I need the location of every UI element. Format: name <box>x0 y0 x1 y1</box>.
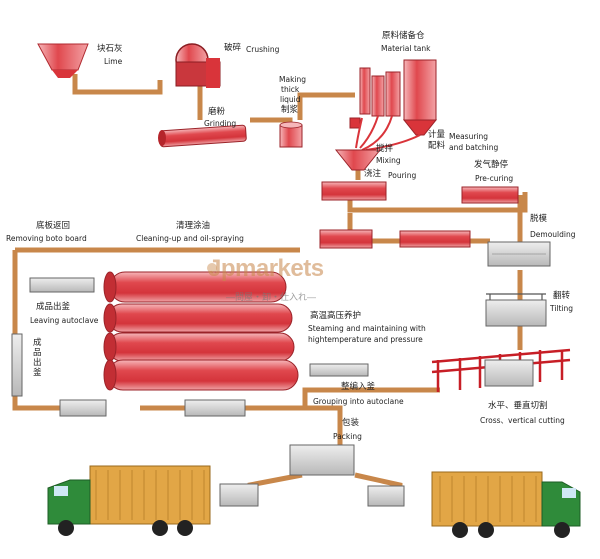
label-precuring-en: Pre-curing <box>475 174 514 183</box>
label-mixing-cn: 搅拌 <box>376 144 394 154</box>
lime-hopper <box>37 43 89 78</box>
watermark-sub: ―問屋・卸・仕入れ― <box>226 292 317 302</box>
label-grouping-en: Grouping into autoclane <box>313 397 404 406</box>
label-tilting-cn: 翻转 <box>553 291 571 301</box>
label-crushing-cn: 破碎 <box>224 43 242 53</box>
label-cutting-en: Cross、vertical cutting <box>480 416 565 425</box>
label-measuring-cn: 计量 <box>428 130 446 140</box>
label-precuring-cn: 发气静停 <box>474 160 509 170</box>
label-measuring-en: Measuring <box>449 132 489 141</box>
label-mixing-en: Mixing <box>376 156 401 165</box>
label-steaming-en-2: hightemperature and pressure <box>308 335 423 344</box>
watermark-logo <box>207 263 217 273</box>
crusher <box>175 43 221 88</box>
material-tanks <box>349 59 438 151</box>
label-making-1: Making <box>279 75 307 84</box>
precuring-mould <box>461 186 519 204</box>
label-grinding-cn: 磨粉 <box>208 107 226 117</box>
cutting-machine <box>431 348 571 392</box>
label-cutting-cn: 水平、垂直切割 <box>488 401 548 411</box>
label-leaving-en: Leaving autoclave <box>30 316 99 325</box>
label-steaming-en-1: Steaming and maintaining with <box>308 324 426 333</box>
label-packing-en: Packing <box>333 432 362 441</box>
label-pouring-cn: 浇注 <box>364 169 382 179</box>
cleaning-mould <box>319 229 373 249</box>
label-lime-en: Lime <box>104 57 123 66</box>
label-batching-cn: 配料 <box>428 141 446 151</box>
watermark-brand: Jpmarkets <box>208 255 324 282</box>
label-making-3: liquid <box>280 95 301 104</box>
label-grinding-en: Grinding <box>204 119 237 128</box>
block-stacks <box>11 277 405 507</box>
label-crushing-en: Crushing <box>246 45 280 54</box>
label-leaving-cn: 成品出釜 <box>36 302 71 312</box>
truck-left <box>47 465 211 536</box>
label-finished-cn: 成品出釜 <box>33 338 42 378</box>
autoclaves <box>103 271 299 391</box>
pouring-mould <box>321 181 387 201</box>
demoulding-block <box>487 241 551 267</box>
label-removing-cn: 底板返回 <box>36 221 71 231</box>
label-making-cn: 制浆 <box>281 105 299 115</box>
label-cleaning-en: Cleaning-up and oil-spraying <box>136 234 244 243</box>
grinding-mill <box>158 124 247 148</box>
mixer <box>334 149 382 171</box>
tilting-block <box>485 293 547 327</box>
label-demoulding-en: Demoulding <box>530 230 576 239</box>
truck-right <box>431 471 581 538</box>
label-cleaning-cn: 清理涂油 <box>176 221 211 231</box>
label-demoulding-cn: 脱模 <box>530 214 548 224</box>
return-mould <box>399 230 471 248</box>
label-pouring-en: Pouring <box>388 171 417 180</box>
label-batching-en: and batching <box>449 143 499 152</box>
label-grouping-cn: 整编入釜 <box>341 382 376 392</box>
slurry-tank <box>279 121 303 148</box>
label-steaming-cn: 高温高压养护 <box>310 311 362 321</box>
label-lime-cn: 块石灰 <box>97 44 123 54</box>
label-tilting-en: Tilting <box>550 304 574 313</box>
label-material-tank-en: Material tank <box>381 44 431 53</box>
label-making-2: thick <box>281 85 300 94</box>
label-material-tank-cn: 原料储备仓 <box>382 31 425 41</box>
label-packing-cn: 包装 <box>342 418 360 428</box>
label-removing-en: Removing boto board <box>6 234 87 243</box>
